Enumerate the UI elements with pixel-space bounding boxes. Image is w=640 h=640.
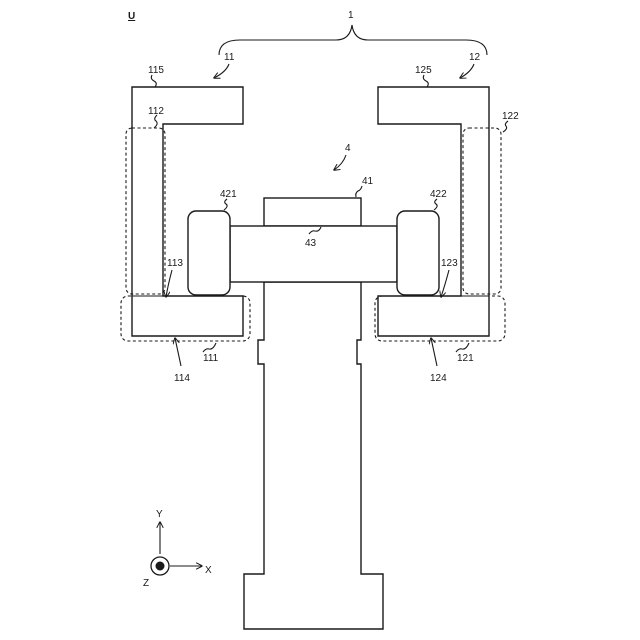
axis-label-y: Y <box>156 509 163 520</box>
leader-41 <box>356 186 362 197</box>
figure-label-u: U <box>128 11 135 22</box>
leader-125 <box>423 75 428 87</box>
beam-43 <box>230 226 397 282</box>
arrow-114 <box>175 338 181 366</box>
block-41 <box>264 198 361 226</box>
assembly-brace <box>219 25 487 55</box>
ref-1: 1 <box>348 10 354 21</box>
ref-111: 111 <box>203 353 219 364</box>
ref-121: 121 <box>457 353 474 364</box>
arrow-124 <box>431 338 437 366</box>
ref-125: 125 <box>415 65 432 76</box>
ref-421: 421 <box>220 189 237 200</box>
arrow-11 <box>214 64 229 78</box>
coordinate-axes: Y X Z <box>143 509 212 589</box>
leader-122 <box>503 121 508 132</box>
ref-11: 11 <box>224 52 235 63</box>
ref-43: 43 <box>305 238 317 249</box>
pad-421 <box>188 211 230 295</box>
ref-41: 41 <box>362 176 374 187</box>
axis-label-x: X <box>205 565 212 576</box>
ref-123: 123 <box>441 258 458 269</box>
arrow-113 <box>166 270 172 297</box>
arrow-4 <box>334 155 346 170</box>
leader-121 <box>456 343 469 352</box>
arrow-12 <box>460 64 474 78</box>
axis-label-z: Z <box>143 578 149 589</box>
stand-body <box>244 282 383 629</box>
ref-114: 114 <box>174 373 190 384</box>
leader-115 <box>151 75 156 87</box>
ref-115: 115 <box>148 65 164 76</box>
arrow-123 <box>441 270 449 297</box>
z-axis-dot <box>156 562 165 571</box>
ref-113: 113 <box>167 258 183 269</box>
ref-124: 124 <box>430 373 447 384</box>
leader-421 <box>224 199 227 210</box>
pad-422 <box>397 211 439 295</box>
ref-112: 112 <box>148 106 164 117</box>
ref-122: 122 <box>502 111 519 122</box>
leader-111 <box>203 343 216 352</box>
leader-422 <box>434 199 437 210</box>
ref-12: 12 <box>469 52 481 63</box>
ref-4: 4 <box>345 143 351 154</box>
ref-422: 422 <box>430 189 447 200</box>
